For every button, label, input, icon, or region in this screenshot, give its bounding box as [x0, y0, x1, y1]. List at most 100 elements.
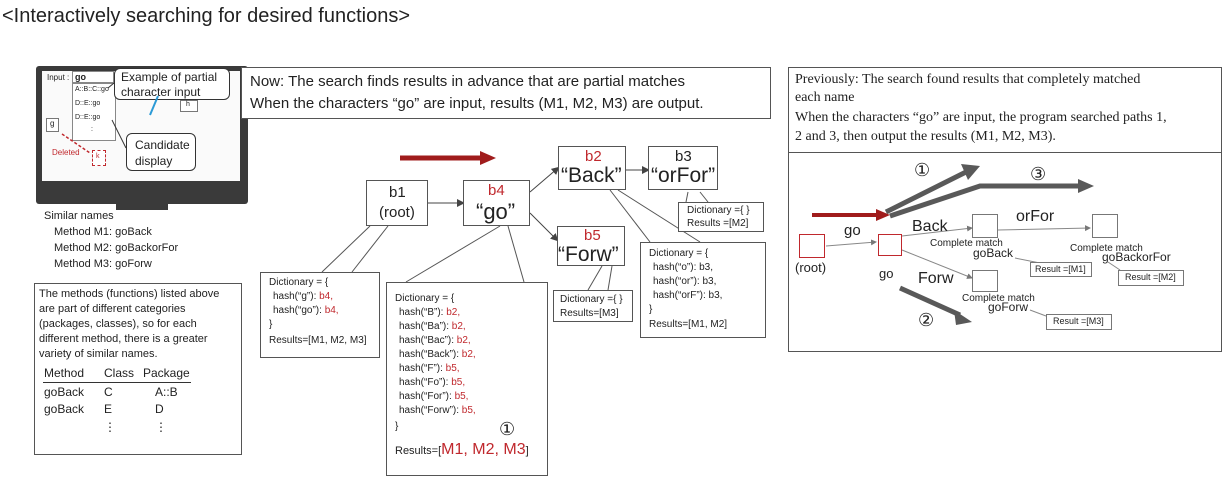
edge-label-orfor: orFor: [1016, 208, 1055, 225]
dict-b4-val: b2,: [456, 335, 471, 346]
path-circle-2: ②: [918, 310, 935, 330]
dict-b4-entry: hash(“Forw”): b5,: [399, 405, 476, 416]
prev-arrow-3: [889, 183, 1080, 219]
dict-b1-head: Dictionary = {: [269, 277, 329, 288]
methods-text-line: variety of similar names.: [39, 348, 158, 360]
prev-result-leader: [1107, 261, 1121, 271]
prev-root-label: (root): [795, 260, 827, 275]
prev-arrow-1: [884, 169, 968, 215]
result-box-2: Result =[M2]: [1118, 270, 1184, 286]
trie-node-b2-id: b2: [585, 148, 602, 165]
dict-b4-val: b5,: [445, 363, 460, 374]
trie-node-b3-label: “orFor”: [651, 164, 716, 187]
edge-label-back: Back: [912, 218, 948, 235]
dict-b4-results-prefix: Results=[: [395, 445, 442, 457]
table-header-package: Package: [143, 366, 190, 380]
trie-node-b3-id: b3: [675, 148, 692, 165]
partial-input-callout-text: Example of partial character input: [121, 70, 218, 99]
dict-b4-results: Results=[M1, M2, M3]: [395, 441, 529, 459]
list-item[interactable]: D::E::go: [75, 100, 101, 107]
result-text-1: Result =[M1]: [1035, 264, 1086, 274]
prev-edge: [901, 249, 973, 279]
dict-b4-results-red: M1, M2, M3: [441, 441, 526, 458]
input-field[interactable]: go: [72, 71, 114, 83]
dict-b4-key: hash(“For”):: [399, 391, 455, 402]
dict-b4-entry: hash(“Bac”): b2,: [399, 335, 471, 346]
dict-b2-head: Dictionary = {: [649, 248, 709, 259]
red-arrow-head: [480, 151, 496, 165]
dict-b3-results: Results =[M2]: [687, 218, 749, 229]
dict-leader: [321, 225, 371, 273]
dict-leader: [351, 225, 389, 273]
dict-b4-key: hash(“F”):: [399, 363, 446, 374]
now-line-2: When the characters “go” are input, resu…: [250, 95, 704, 112]
prev-back-node: [972, 214, 998, 238]
dict-b4-key: hash(“Bac”):: [399, 335, 457, 346]
similar-method-m2: Method M2: goBackorFor: [54, 242, 179, 254]
dict-leader: [685, 191, 689, 203]
previous-line-3: When the characters “go” are input, the …: [795, 110, 1167, 125]
trie-node-b4-id: b4: [488, 182, 505, 199]
prev-arrow-1-head: [961, 164, 980, 180]
path-circle-1: ①: [914, 160, 931, 180]
dict-b5-head: Dictionary ={ }: [560, 294, 623, 305]
prev-arrow-3-head: [1078, 179, 1094, 193]
monitor-stand: [116, 204, 168, 210]
methods-text-line: are part of different categories: [39, 303, 186, 315]
dict-b4-key: hash(“B”):: [399, 307, 447, 318]
previous-line-4: 2 and 3, then output the results (M1, M2…: [795, 129, 1056, 144]
list-item[interactable]: D::E::go: [75, 114, 101, 121]
edge-label-forw: Forw: [918, 270, 954, 287]
trie-node-b5-label: “Forw”: [558, 243, 619, 266]
deleted-arrow: [61, 133, 91, 154]
dict-b4-entry: hash(“Fo”): b5,: [399, 377, 465, 388]
dict-b2: Dictionary = { hash(“o”): b3, hash(“or”)…: [640, 242, 766, 338]
table-cell: C: [104, 385, 113, 399]
dict-b1-close: }: [269, 319, 273, 330]
node-k: k: [92, 150, 106, 166]
dict-b1-results: Results=[M1, M2, M3]: [269, 335, 367, 346]
monitor-link: [149, 95, 159, 116]
dict-leader: [405, 225, 501, 283]
dict-b4-val: b5,: [451, 377, 466, 388]
table-cell: ⋮: [104, 420, 116, 434]
prev-forw-node: [972, 270, 998, 292]
dict-b4-key: hash(“Back”):: [399, 349, 462, 360]
list-item[interactable]: A::B::C::go: [75, 86, 109, 93]
now-description-box: Now: The search finds results in advance…: [241, 67, 771, 119]
dict-b4-results-suffix: ]: [525, 445, 529, 457]
similar-names-title: Similar names: [44, 210, 114, 222]
dict-b2-close: }: [649, 304, 653, 315]
table-cell: goBack: [44, 385, 85, 399]
dict-b4-entry: hash(“For”): b5,: [399, 391, 468, 402]
trie-node-b1-id: b1: [389, 184, 406, 201]
dict-b4-val: b5,: [454, 391, 469, 402]
prev-go-node: [878, 234, 902, 256]
input-value: go: [75, 72, 86, 82]
dict-leader: [507, 225, 525, 283]
result-box-1: Result =[M1]: [1030, 262, 1092, 277]
complete-match-2: Complete match: [1070, 243, 1143, 254]
dict-b4-circle: ①: [499, 419, 516, 439]
dict-b1-entry-key: hash(“go”):: [273, 305, 325, 316]
dict-b4-val: b2,: [446, 307, 461, 318]
candidate-display-callout-text: Candidate display: [135, 138, 190, 168]
input-label: Input :: [47, 73, 70, 82]
methods-text-line: The methods (functions) listed above: [39, 288, 220, 300]
trie-node-b4-label: “go”: [476, 199, 516, 224]
partial-input-callout: Example of partial character input: [114, 68, 230, 100]
node-h: h: [180, 100, 198, 112]
monitor-connector: [107, 82, 115, 89]
methods-explanation-box: The methods (functions) listed above are…: [34, 283, 242, 455]
previous-description-box: Previously: The search found results tha…: [788, 67, 1222, 352]
dict-b4-val: b2,: [451, 321, 466, 332]
prev-orfor-node: [1092, 214, 1118, 238]
similar-method-m1: Method M1: goBack: [54, 226, 152, 238]
node-k-label: k: [96, 153, 100, 160]
prev-edge: [825, 239, 877, 247]
table-cell: ⋮: [155, 420, 167, 434]
dict-leader: [617, 189, 701, 243]
dict-leader: [699, 191, 709, 203]
dict-b4-entry: hash(“Back”): b2,: [399, 349, 476, 360]
trie-edge: [529, 212, 559, 242]
